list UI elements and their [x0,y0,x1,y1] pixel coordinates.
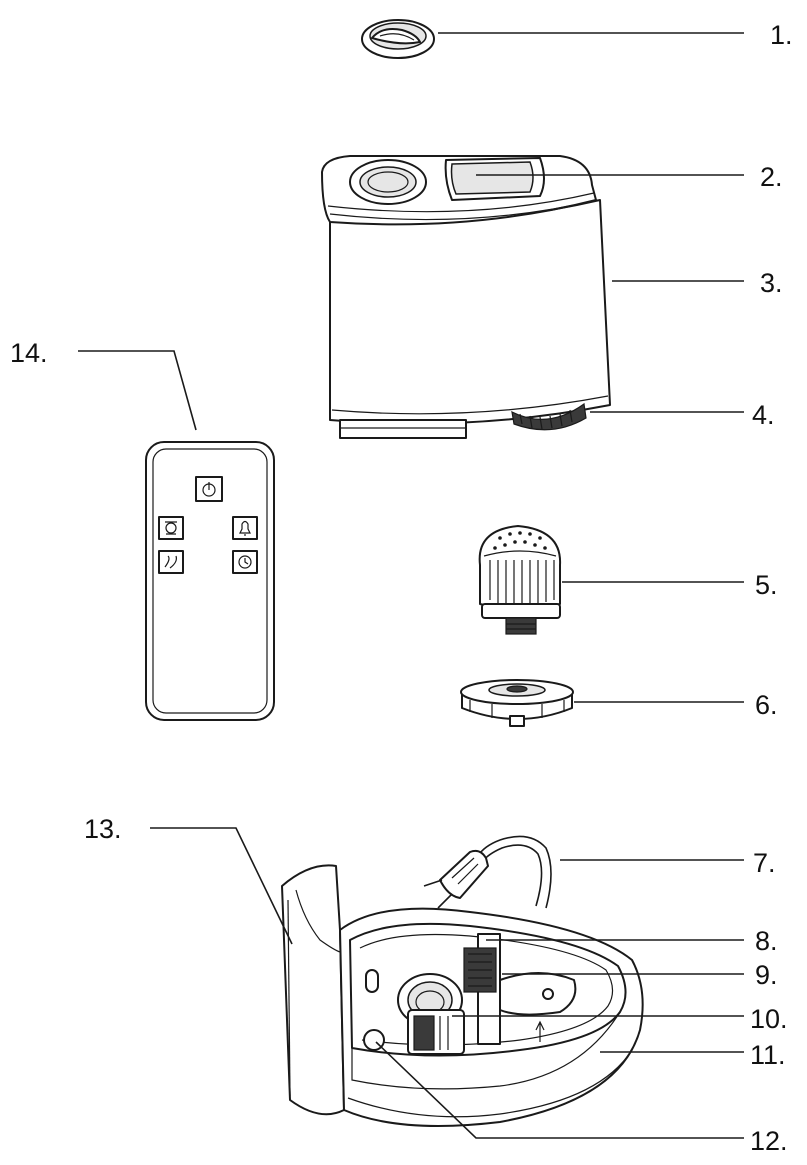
callout-14: 14. [10,338,48,368]
callout-6: 6. [755,690,778,720]
callout-2: 2. [760,162,783,192]
tank-top-icon [349,157,545,205]
leader-line-12 [375,1041,744,1139]
filter-cartridge-icon [478,525,562,635]
callout-9: 9. [755,960,778,990]
callout-8: 8. [755,926,778,956]
leader-line-13 [150,827,293,945]
callout-13: 13. [84,814,122,844]
leader-lines [78,32,744,1139]
callout-3: 3. [760,268,783,298]
fan-icon [158,516,184,540]
callout-7: 7. [753,848,776,878]
callout-11: 11. [750,1040,786,1070]
remote-control-icon [145,441,275,721]
callout-10: 10. [750,1004,788,1034]
filter-base-icon [460,679,574,727]
timer-icon [232,550,258,574]
base-unit-icon [281,864,644,1127]
callout-1: 1. [770,20,793,50]
callout-4: 4. [752,400,775,430]
tank-valve-icon [511,402,587,431]
leader-line-14 [78,350,197,431]
bell-icon [232,516,258,540]
callout-5: 5. [755,570,778,600]
callout-numbers: 1. 2. 3. 4. 5. 6. 7. 8. 9. 10. 11. 12. 1… [10,20,793,1156]
mist-icon [158,550,184,574]
power-icon [195,476,223,502]
cap-icon [361,19,435,59]
callout-12: 12. [750,1126,788,1156]
power-plug-icon [423,835,552,909]
